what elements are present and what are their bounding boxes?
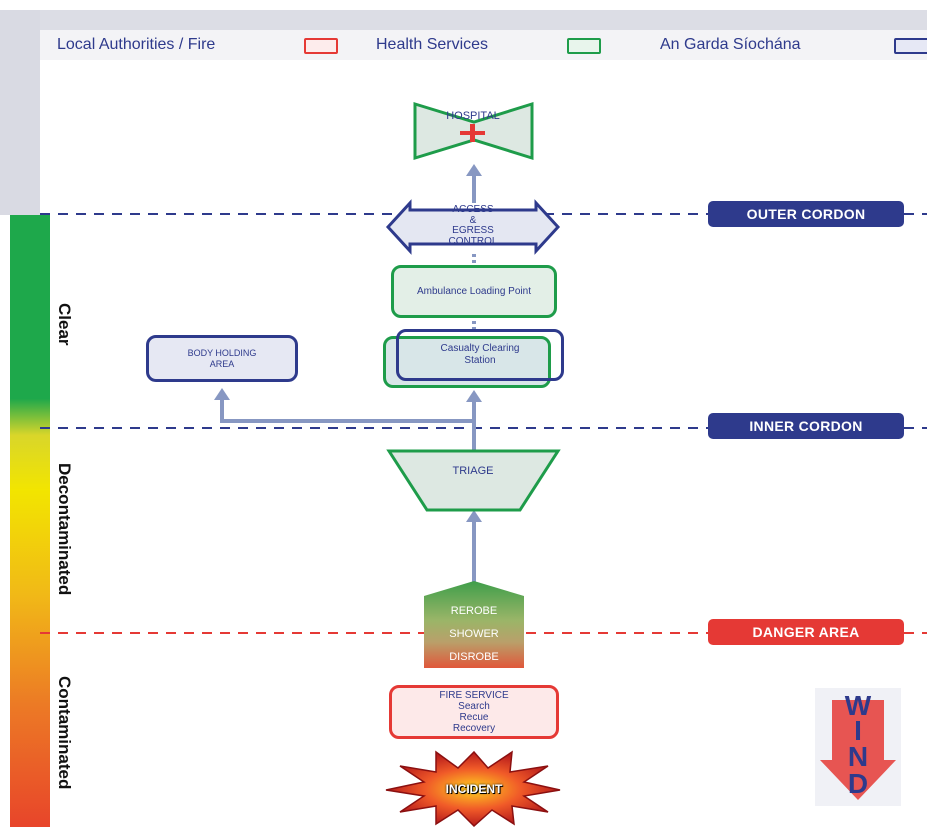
casualty-line-1: Casualty Clearing <box>440 343 520 354</box>
legend-fire-label: Local Authorities / Fire <box>57 36 216 53</box>
rerobe-label: REROBE <box>450 605 498 618</box>
wind-arrow <box>820 700 896 800</box>
access-line-4: CONTROL <box>448 235 498 247</box>
casualty-clearing-station: Casualty Clearing Station <box>396 329 564 381</box>
triage-shape <box>386 449 561 512</box>
legend-bar <box>40 30 927 60</box>
access-line-2: & <box>469 214 477 226</box>
access-egress-shape <box>385 199 561 255</box>
legend-fire-swatch <box>304 38 338 54</box>
fire-service-box: FIRE SERVICE Search Recue Recovery <box>389 685 559 739</box>
ambulance-loading-point: Ambulance Loading Point <box>391 265 557 318</box>
legend-health-label: Health Services <box>376 36 489 53</box>
hospital-cross-h <box>460 131 485 135</box>
casualty-line-2: Station <box>464 355 496 366</box>
access-line-1: ACCESS <box>452 204 494 215</box>
body-line-2: AREA <box>209 358 235 369</box>
legend-garda-swatch <box>894 38 927 54</box>
top-band <box>0 10 927 30</box>
fire-line-3: Recue <box>459 712 489 723</box>
inner-cordon-badge: INNER CORDON <box>708 413 904 439</box>
decon-arrow-shape <box>424 581 524 668</box>
legend-garda-label: An Garda Síochána <box>660 36 801 53</box>
wind-letter-d: D <box>847 768 869 799</box>
body-line-1: BODY HOLDING <box>187 347 257 358</box>
disrobe-label: DISROBE <box>449 651 499 664</box>
fire-line-1: FIRE SERVICE <box>439 690 509 701</box>
danger-area-badge: DANGER AREA <box>708 619 904 645</box>
fire-line-2: Search <box>458 701 490 712</box>
triage-label: TRIAGE <box>452 465 494 478</box>
wind-letter-i: I <box>854 715 862 746</box>
body-holding-area: BODY HOLDING AREA <box>146 335 298 382</box>
hospital-label: HOSPITAL <box>446 110 500 123</box>
legend-health-swatch <box>567 38 601 54</box>
incident-starburst <box>385 750 561 827</box>
access-egress-label: ACCESS & EGRESS CONTROL <box>420 204 526 248</box>
zone-gradient-bar <box>10 215 50 827</box>
wind-letter-n: N <box>847 741 869 772</box>
shower-label: SHOWER <box>449 628 499 641</box>
access-line-3: EGRESS <box>452 225 494 236</box>
incident-label: INCIDENT <box>445 781 503 796</box>
fire-line-4: Recovery <box>452 723 496 734</box>
ambulance-label: Ambulance Loading Point <box>417 285 531 297</box>
left-grey-band <box>0 10 40 215</box>
outer-cordon-badge: OUTER CORDON <box>708 201 904 227</box>
wind-letter-w: W <box>844 690 872 721</box>
